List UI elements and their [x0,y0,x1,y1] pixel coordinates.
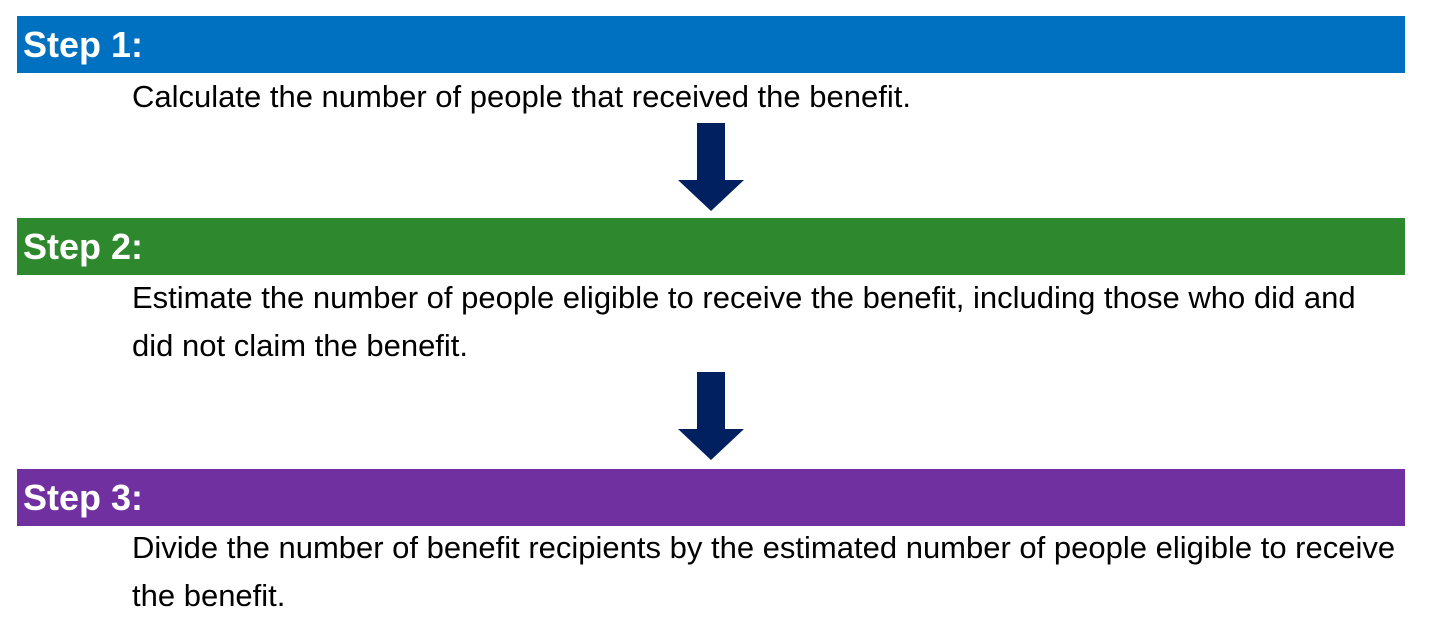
arrow-down-icon [678,372,744,460]
arrow-down-shape [678,372,744,460]
step-1-description: Calculate the number of people that rece… [132,79,911,114]
arrow-down-icon [678,123,744,211]
step-1-header: Step 1: [17,16,1405,73]
step-3-header: Step 3: [17,469,1405,526]
step-2-description: Estimate the number of people eligible t… [132,280,1356,363]
step-3-description: Divide the number of benefit recipients … [132,530,1396,613]
step-2-header: Step 2: [17,218,1405,275]
arrow-down-shape [678,123,744,211]
